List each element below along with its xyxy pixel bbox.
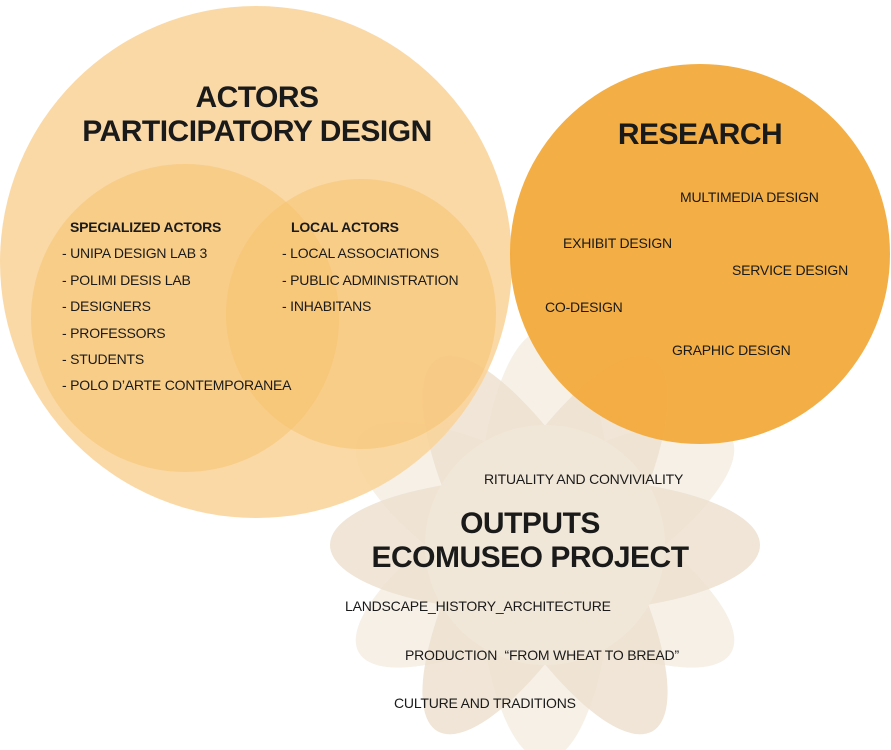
output-item: PRODUCTION “FROM WHEAT TO BREAD” [405, 647, 679, 663]
actors-title: ACTORS [195, 81, 319, 114]
output-item: LANDSCAPE_HISTORY_ARCHITECTURE [345, 598, 611, 614]
ecomuseo-project-title: ECOMUSEO PROJECT [371, 541, 689, 574]
specialized-actor-item: - PROFESSORS [62, 325, 166, 341]
research-item: CO-DESIGN [545, 299, 623, 315]
specialized-actors-heading: SPECIALIZED ACTORS [70, 219, 222, 235]
local-actor-item: - PUBLIC ADMINISTRATION [282, 272, 459, 288]
research-circle [510, 64, 890, 444]
participatory-design-title: PARTICIPATORY DESIGN [82, 115, 432, 148]
output-item: CULTURE AND TRADITIONS [394, 695, 576, 711]
research-title: RESEARCH [617, 118, 783, 151]
local-actors-circle [226, 179, 496, 449]
specialized-actor-item: - STUDENTS [62, 351, 145, 367]
local-actor-item: - INHABITANS [282, 298, 372, 314]
local-actor-item: - LOCAL ASSOCIATIONS [282, 245, 440, 261]
specialized-actor-item: - POLO D’ARTE CONTEMPORANEA [62, 377, 292, 393]
specialized-actor-item: - DESIGNERS [62, 298, 151, 314]
outputs-title: OUTPUTS [460, 507, 600, 540]
research-item: SERVICE DESIGN [732, 262, 848, 278]
outputs-ornament [330, 330, 760, 750]
local-actors-heading: LOCAL ACTORS [291, 219, 399, 235]
research-item: GRAPHIC DESIGN [672, 342, 791, 358]
output-item: RITUALITY AND CONVIVIALITY [484, 471, 684, 487]
specialized-actor-item: - UNIPA DESIGN LAB 3 [62, 245, 208, 261]
specialized-actor-item: - POLIMI DESIS LAB [62, 272, 191, 288]
research-item: MULTIMEDIA DESIGN [680, 189, 819, 205]
research-item: EXHIBIT DESIGN [563, 235, 672, 251]
